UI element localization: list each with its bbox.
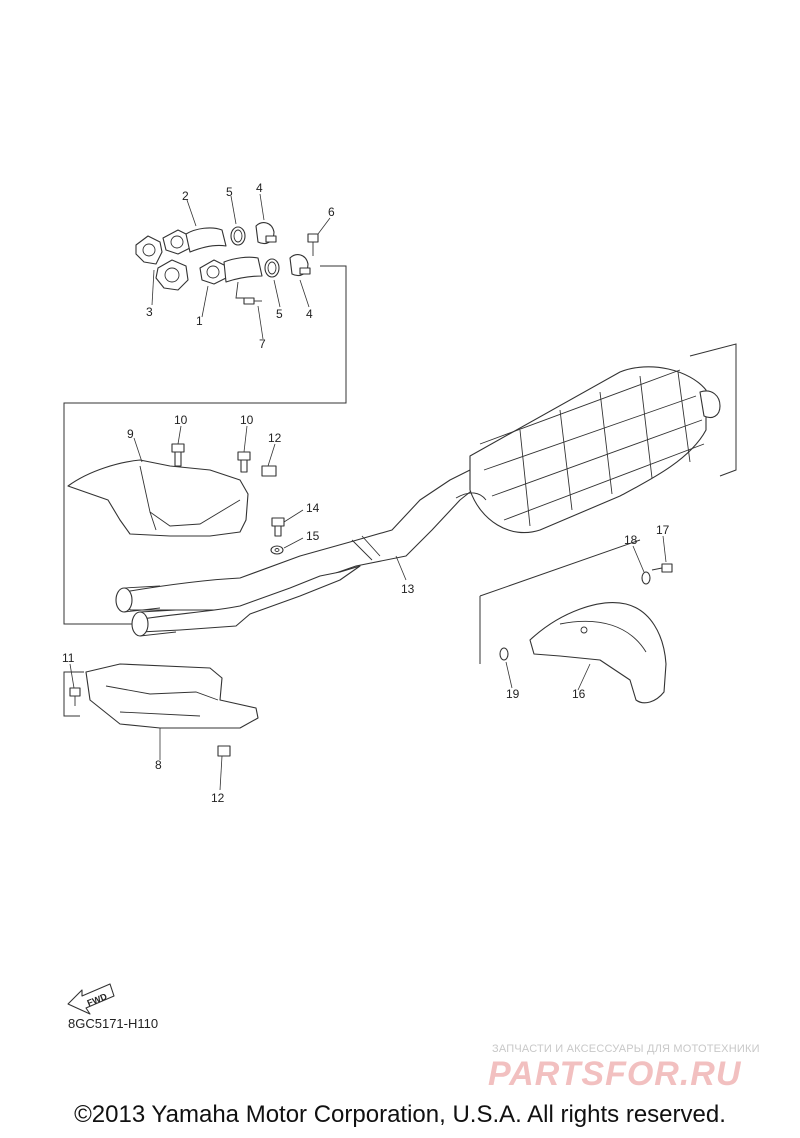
protector-leader-line xyxy=(479,539,641,664)
washer-part-15 xyxy=(270,545,284,555)
callout-1: 1 xyxy=(196,314,203,328)
callout-12b: 12 xyxy=(211,791,225,805)
callout-11: 11 xyxy=(62,651,75,665)
group-leader-box xyxy=(63,265,347,625)
bolt-part-7 xyxy=(243,297,262,305)
heat-protector-part-9 xyxy=(67,459,249,537)
callout-10a: 10 xyxy=(174,413,188,427)
callout-10b: 10 xyxy=(240,413,254,427)
callout-18: 18 xyxy=(624,533,638,547)
watermark-tagline: ЗАПЧАСТИ И АКСЕССУАРЫ ДЛЯ МОТОТЕХНИКИ xyxy=(492,1043,760,1055)
copyright-notice: ©2013 Yamaha Motor Corporation, U.S.A. A… xyxy=(74,1101,726,1128)
callout-7: 7 xyxy=(259,337,266,351)
callout-8: 8 xyxy=(155,758,162,772)
fwd-arrow-icon: FWD xyxy=(67,983,115,1015)
washer-part-19 xyxy=(499,647,509,661)
callout-15: 15 xyxy=(306,529,320,543)
clamp-part-4 xyxy=(255,222,311,277)
watermark-logo: PARTSFOR.RU xyxy=(488,1055,742,1093)
callout-9: 9 xyxy=(127,427,134,441)
callout-14: 14 xyxy=(306,501,320,515)
callout-17: 17 xyxy=(656,523,670,537)
callout-labels: 1 2 3 4 4 5 5 6 7 8 9 10 10 11 12 12 13 … xyxy=(62,181,670,805)
muffler-leader-line xyxy=(689,343,737,477)
nut-part-12-lower xyxy=(217,745,231,757)
callout-13: 13 xyxy=(401,582,415,596)
drawing-code: 8GC5171-H110 xyxy=(68,1016,159,1031)
callout-3: 3 xyxy=(146,305,153,319)
callout-5b: 5 xyxy=(276,307,283,321)
washer-part-18 xyxy=(641,571,651,585)
lower-leader-box xyxy=(63,671,84,717)
muffler-protector-part-16 xyxy=(529,602,667,704)
bolt-part-10 xyxy=(171,443,251,473)
callout-leaders xyxy=(69,193,667,791)
muffler xyxy=(455,366,721,534)
exhaust-pipe-part-1 xyxy=(199,256,263,299)
exhaust-pipe-part-2 xyxy=(162,227,227,255)
callout-19: 19 xyxy=(506,687,520,701)
bolt-part-11 xyxy=(69,687,81,706)
callout-16: 16 xyxy=(572,687,586,701)
callout-12a: 12 xyxy=(268,431,282,445)
callout-5a: 5 xyxy=(226,185,233,199)
seal-ring-part-5 xyxy=(230,226,280,278)
gasket-part-3 xyxy=(135,235,189,291)
heat-protector-part-8 xyxy=(85,663,259,729)
callout-4a: 4 xyxy=(256,181,263,195)
exhaust-pipe-assembly-part-13 xyxy=(115,469,481,637)
bolt-part-6 xyxy=(307,233,319,256)
callout-2: 2 xyxy=(182,189,189,203)
screw-part-17 xyxy=(651,563,673,573)
callout-6: 6 xyxy=(328,205,335,219)
callout-4b: 4 xyxy=(306,307,313,321)
bolt-part-14 xyxy=(271,517,285,537)
nut-part-12 xyxy=(261,465,277,477)
